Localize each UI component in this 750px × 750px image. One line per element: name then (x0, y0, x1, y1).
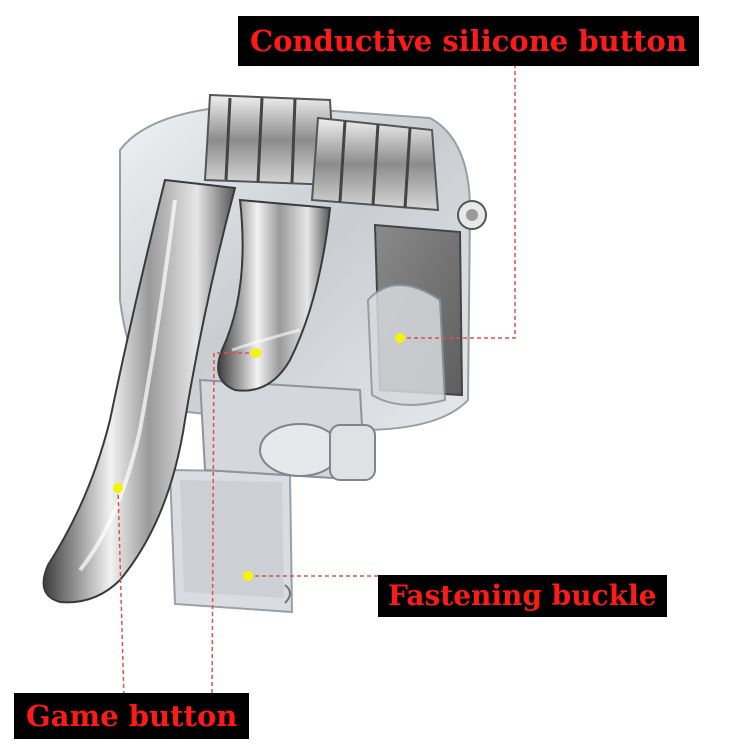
marker-dot-silicone (395, 333, 405, 343)
label-game-button: Game button (14, 693, 250, 739)
marker-dot-game-button (113, 483, 123, 493)
secondary-lever (217, 198, 332, 392)
fastening-buckle-part (168, 468, 294, 614)
marker-dot-buckle (243, 571, 253, 581)
label-fastening-buckle: Fastening buckle (378, 575, 667, 617)
metal-ridges (203, 93, 440, 212)
label-conductive-silicone-button: Conductive silicone button (238, 16, 699, 66)
game-button-lever (42, 178, 237, 604)
leader-lines (117, 62, 516, 701)
marker-dot-secondary-lever (251, 348, 261, 358)
marker-dots (113, 333, 405, 581)
conductive-silicone-pad (366, 200, 487, 406)
leader-line-silicone (400, 62, 516, 339)
leader-line-game-1 (117, 487, 125, 701)
leader-line-game-2 (211, 352, 256, 701)
